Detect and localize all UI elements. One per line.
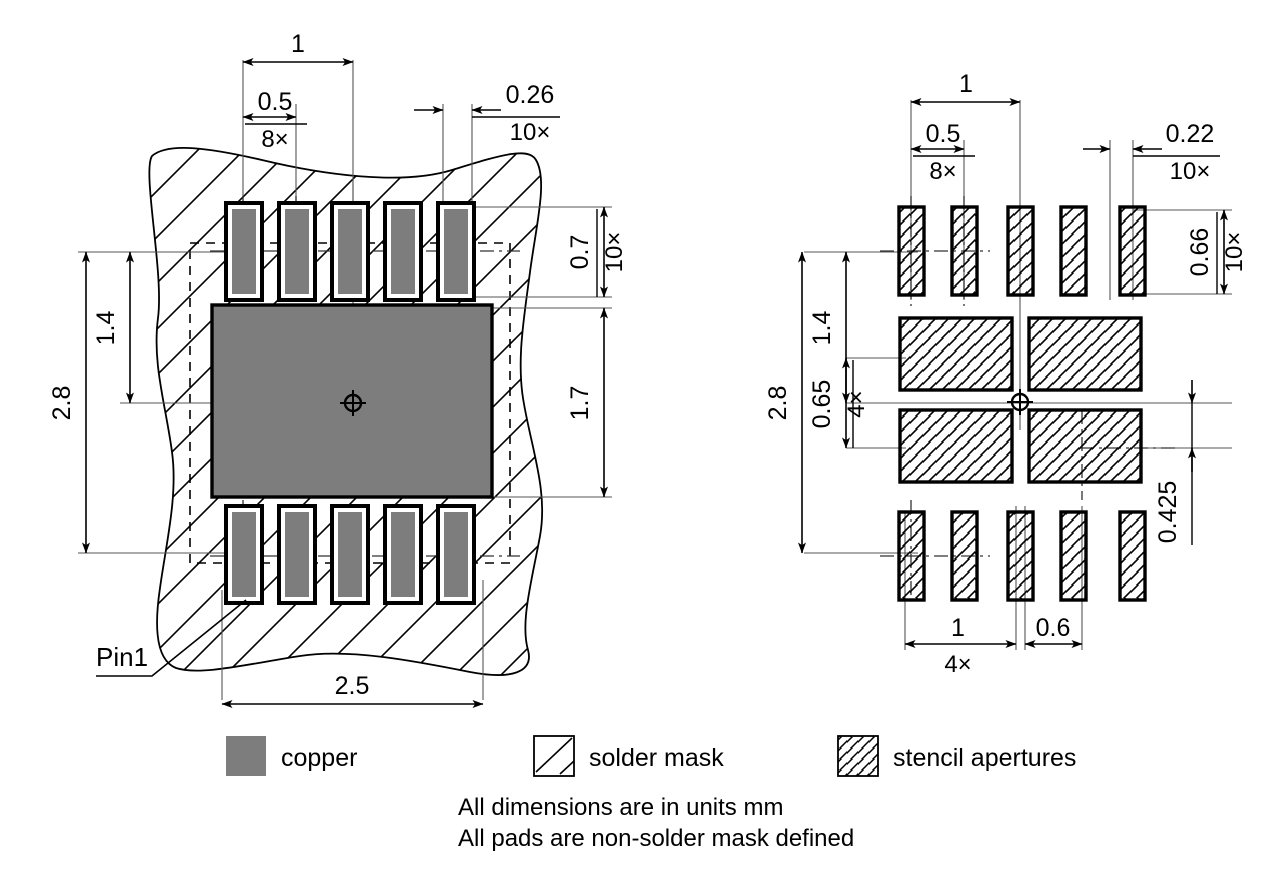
dim-right-center-offset-value: 0.425 <box>1154 481 1182 544</box>
pad-top-2 <box>277 201 317 302</box>
dim-right-aperture-length-count: 10× <box>1221 232 1248 273</box>
stencil-aperture-bottom-1 <box>897 510 926 602</box>
stencil-aperture-top-1 <box>897 205 926 297</box>
legend-item-copper: copper <box>226 736 357 776</box>
pad-bottom-5 <box>436 504 476 605</box>
dim-left-pad-width-value: 0.26 <box>506 81 555 109</box>
legend-swatch-stencil-icon <box>837 735 879 777</box>
legend-swatch-copper-icon <box>226 736 266 776</box>
stencil-row-top <box>897 205 1147 297</box>
dim-right-aperture-length-value: 0.66 <box>1186 228 1214 277</box>
center-datum-marker <box>340 390 366 416</box>
dim-left-span-half-value: 1.4 <box>92 311 120 346</box>
dim-left-pad-length <box>596 206 608 298</box>
dim-right-half-pitch-count: 8× <box>929 158 956 185</box>
dim-right-span-total-value: 2.8 <box>764 386 792 421</box>
dim-left-half-pitch <box>242 113 307 125</box>
dim-right-aperture-width <box>1083 145 1220 157</box>
pad-top-4 <box>383 201 423 302</box>
legend-label-solder-mask: solder mask <box>589 744 724 772</box>
stencil-aperture-top-3 <box>1006 205 1035 297</box>
dim-left-pad-width-count: 10× <box>510 119 551 146</box>
pin1-leader <box>96 599 247 677</box>
dim-right-span-half-value: 1.4 <box>808 311 836 346</box>
dim-right-center-height <box>842 357 854 449</box>
stencil-aperture-top-2 <box>950 205 979 297</box>
dim-right-pitch-value: 1 <box>959 70 973 98</box>
dim-right-center-height-count: 4× <box>843 390 870 417</box>
notes-block: All dimensions are in units mm All pads … <box>458 794 854 852</box>
stencil-aperture-top-4 <box>1059 205 1088 297</box>
dim-right-center-gap-value: 0.6 <box>1036 614 1071 642</box>
stencil-aperture-top-5 <box>1118 205 1147 297</box>
dim-right-half-pitch-value: 0.5 <box>926 120 961 148</box>
pin1-label: Pin1 <box>96 642 148 672</box>
legend-label-copper: copper <box>281 744 357 772</box>
pad-bottom-4 <box>383 504 423 605</box>
dim-left-half-pitch-value: 0.5 <box>258 88 293 116</box>
pad-top-5 <box>436 201 476 302</box>
stencil-center-group <box>898 316 1143 484</box>
stencil-aperture-bottom-4 <box>1059 510 1088 602</box>
dim-left-thermal-height-value: 1.7 <box>566 386 594 421</box>
pad-row-bottom <box>224 504 476 605</box>
pad-top-1 <box>224 201 264 302</box>
land-pattern-figure: Pin1 1 0.5 8× 0.26 10× 0.7 10× <box>48 30 628 708</box>
dim-left-pad-length-value: 0.7 <box>566 235 594 270</box>
dim-right-aperture-length <box>1216 209 1228 295</box>
dim-left-pad-width <box>414 106 560 118</box>
legend-swatch-solder-mask-icon <box>533 735 575 777</box>
pad-row-top <box>224 201 476 302</box>
legend-label-stencil-apertures: stencil apertures <box>893 744 1076 772</box>
dim-right-half-pitch <box>910 145 975 157</box>
dim-right-aperture-width-value: 0.22 <box>1166 120 1215 148</box>
pad-bottom-2 <box>277 504 317 605</box>
note-line-2: All pads are non-solder mask defined <box>458 825 854 852</box>
dim-left-span-total-value: 2.8 <box>48 386 76 421</box>
stencil-aperture-bottom-3 <box>1006 510 1035 602</box>
dim-left-half-pitch-count: 8× <box>261 126 288 153</box>
dim-right-aperture-width-count: 10× <box>1170 158 1211 185</box>
legend-item-solder-mask: solder mask <box>533 735 724 777</box>
stencil-aperture-bottom-5 <box>1118 510 1147 602</box>
pad-bottom-3 <box>330 504 370 605</box>
stencil-center-datum-marker <box>1007 389 1033 415</box>
legend-item-stencil-apertures: stencil apertures <box>837 735 1076 777</box>
stencil-center-aperture-tr <box>1027 316 1143 392</box>
stencil-aperture-figure: 1 0.5 8× 0.22 10× 0.66 10× 1.4 <box>764 70 1248 678</box>
dim-left-pad-length-count: 10× <box>601 232 628 273</box>
stencil-center-aperture-bl <box>898 408 1014 484</box>
pad-bottom-1 <box>224 504 264 605</box>
dim-right-center-height-value: 0.65 <box>808 380 836 429</box>
dim-left-width-total-value: 2.5 <box>335 672 370 700</box>
dim-right-center-width-value: 1 <box>951 614 965 642</box>
note-line-1: All dimensions are in units mm <box>458 794 783 821</box>
stencil-center-aperture-tl <box>898 316 1014 392</box>
stencil-center-aperture-br <box>1027 408 1143 484</box>
stencil-row-bottom <box>897 510 1147 602</box>
legend: copper solder mask stencil apertures <box>226 735 1076 777</box>
stencil-aperture-bottom-2 <box>950 510 979 602</box>
pad-top-3 <box>330 201 370 302</box>
dim-right-center-width-count: 4× <box>944 651 971 678</box>
dim-left-pitch-value: 1 <box>291 30 305 58</box>
